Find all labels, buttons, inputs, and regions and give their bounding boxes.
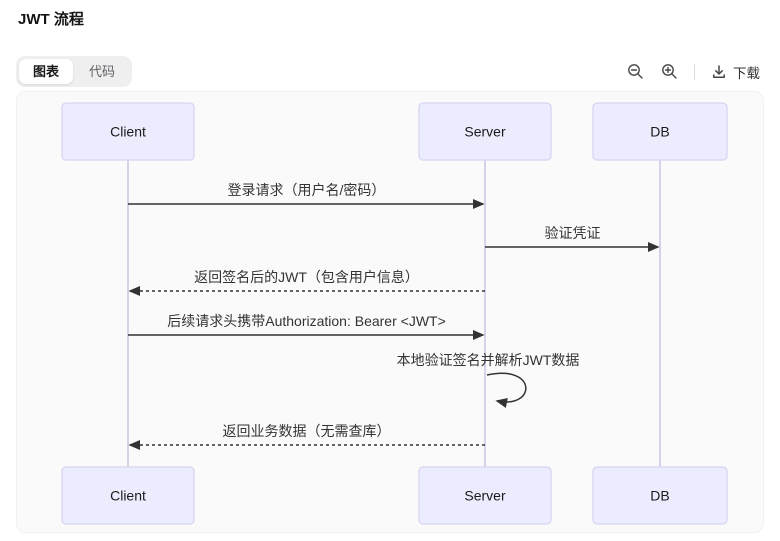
- zoom-in-icon: [661, 63, 678, 80]
- message-label: 登录请求（用户名/密码）: [228, 182, 386, 198]
- download-icon: [711, 64, 727, 80]
- actor-label-db: DB: [650, 124, 669, 140]
- page-title: JWT 流程: [18, 11, 84, 28]
- message-label: 返回签名后的JWT（包含用户信息）: [194, 269, 419, 285]
- self-message-label: 本地验证签名并解析JWT数据: [397, 352, 580, 368]
- toolbar-divider: [694, 63, 695, 80]
- actor-box-server: [418, 466, 552, 525]
- zoom-out-button[interactable]: [622, 59, 648, 85]
- download-label: 下载: [733, 65, 760, 81]
- actor-label-db: DB: [650, 488, 669, 504]
- actor-label-client: Client: [110, 488, 146, 504]
- zoom-in-button[interactable]: [656, 59, 682, 85]
- actor-box-db: [592, 466, 728, 525]
- toolbar: 图表 代码: [16, 56, 764, 87]
- actor-box-client: [61, 466, 195, 525]
- view-tab-group: 图表 代码: [16, 56, 133, 87]
- actor-box-db: [592, 102, 728, 161]
- diagram-panel: 登录请求（用户名/密码） 验证凭证返回签名后的JWT（包含用户信息） 后续请求头携带…: [16, 91, 764, 533]
- actor-box-client: [61, 102, 195, 161]
- actor-label-client: Client: [110, 124, 146, 140]
- tab-code[interactable]: 代码: [75, 59, 129, 84]
- message-label: 验证凭证: [545, 225, 601, 241]
- actor-box-server: [418, 102, 552, 161]
- toolbar-right: 下载: [622, 59, 764, 85]
- message-label: 返回业务数据（无需查库）: [223, 423, 391, 439]
- download-button[interactable]: 下载: [707, 60, 764, 84]
- message-label: 后续请求头携带Authorization: Bearer <JWT>: [167, 313, 446, 329]
- self-message-arrow: [486, 372, 527, 408]
- actor-label-server: Server: [464, 488, 506, 504]
- zoom-out-icon: [627, 63, 644, 80]
- actor-label-server: Server: [464, 124, 506, 140]
- tab-diagram[interactable]: 图表: [19, 59, 74, 84]
